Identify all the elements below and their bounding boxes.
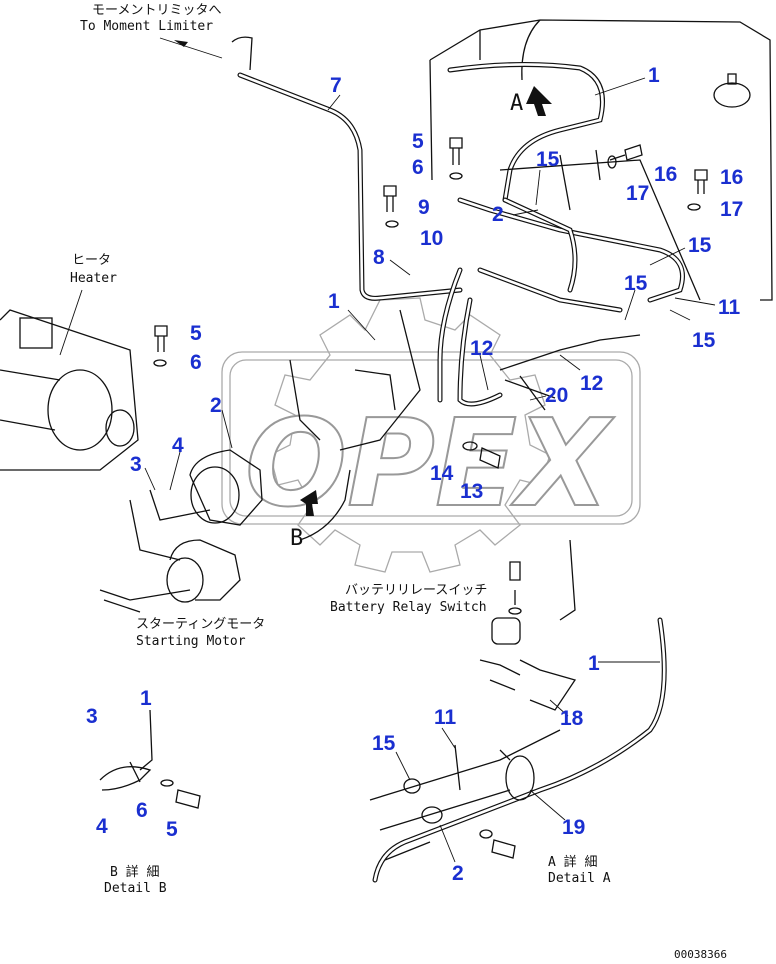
callouts: 1 7 5 6 15 16 16 17 17 2 9 10 8 15 15 11…	[86, 64, 743, 885]
callout-number: 11	[718, 296, 741, 319]
moment-limiter-label: モーメントリミッタへ To Moment Limiter	[80, 3, 223, 59]
callout-number: 15	[536, 148, 560, 171]
callout-number: 2	[452, 862, 464, 885]
harness-7	[231, 36, 463, 301]
callout-number: 11	[434, 706, 457, 729]
leader-lines	[144, 77, 716, 863]
view-arrow-icon	[526, 86, 552, 116]
svg-text:モーメントリミッタへ: モーメントリミッタへ	[92, 3, 221, 18]
svg-text:To Moment Limiter: To Moment Limiter	[80, 19, 213, 34]
detail-b: B 詳 細 Detail B	[99, 709, 201, 896]
battery-relay-switch: バッテリリレースイッチ Battery Relay Switch	[330, 539, 577, 711]
starting-motor: スターティングモータ Starting Motor B	[99, 449, 351, 649]
callout-number: 6	[412, 156, 424, 179]
svg-text:Starting Motor: Starting Motor	[136, 634, 246, 649]
detail-a: A 詳 細 Detail A	[369, 617, 667, 886]
callout-number: 15	[372, 732, 396, 755]
callout-number: 15	[688, 234, 712, 257]
callout-number: 19	[562, 816, 585, 839]
callout-number: 9	[418, 196, 430, 219]
callout-number: 7	[330, 74, 342, 97]
svg-text:ヒータ: ヒータ	[72, 253, 111, 268]
callout-number: 6	[190, 351, 202, 374]
svg-text:スターティングモータ: スターティングモータ	[136, 617, 265, 632]
svg-text:Detail B: Detail B	[104, 881, 167, 896]
svg-text:Battery Relay Switch: Battery Relay Switch	[330, 600, 487, 615]
callout-number: 4	[172, 434, 184, 457]
callout-number: 2	[210, 394, 222, 417]
part-code: 00038366	[674, 948, 727, 961]
callout-number: 17	[626, 182, 649, 205]
callout-number: 15	[624, 272, 648, 295]
harness-main	[447, 61, 701, 313]
callout-number: 17	[720, 198, 743, 221]
fasteners	[153, 137, 708, 469]
callout-number: 16	[654, 163, 677, 186]
svg-text:Heater: Heater	[70, 271, 117, 286]
callout-number: 4	[96, 815, 108, 838]
callout-number: 5	[412, 130, 424, 153]
svg-text:A 詳 細: A 詳 細	[548, 854, 597, 870]
callout-number: 6	[136, 799, 148, 822]
callout-number: 1	[648, 64, 660, 87]
callout-number: 12	[580, 372, 603, 395]
harness-frame	[289, 267, 641, 451]
arrow-icon	[174, 40, 188, 47]
callout-number: 1	[328, 290, 340, 313]
watermark: OPEX	[221, 297, 641, 573]
callout-number: 20	[545, 384, 568, 407]
callout-number: 3	[130, 453, 142, 476]
callout-number: 1	[140, 687, 152, 710]
view-b-marker: B	[290, 526, 303, 551]
view-arrow-icon	[300, 490, 318, 516]
fuel-tank: A	[429, 19, 773, 301]
callout-number: 3	[86, 705, 98, 728]
callout-number: 12	[470, 337, 493, 360]
callout-number: 1	[588, 652, 600, 675]
callout-number: 15	[692, 329, 716, 352]
callout-number: 8	[373, 246, 385, 269]
svg-text:バッテリリレースイッチ: バッテリリレースイッチ	[345, 583, 487, 598]
svg-text:B 詳 細: B 詳 細	[110, 864, 159, 880]
callout-number: 2	[492, 203, 504, 226]
callout-number: 16	[720, 166, 743, 189]
svg-text:Detail A: Detail A	[548, 871, 611, 886]
callout-number: 13	[460, 480, 483, 503]
callout-number: 14	[430, 462, 454, 485]
callout-number: 5	[190, 322, 202, 345]
watermark-text: OPEX	[245, 395, 615, 534]
heater: ヒータ Heater	[0, 253, 139, 471]
callout-number: 18	[560, 707, 584, 730]
callout-number: 10	[420, 227, 443, 250]
callout-number: 5	[166, 818, 178, 841]
view-a-marker: A	[510, 91, 523, 116]
